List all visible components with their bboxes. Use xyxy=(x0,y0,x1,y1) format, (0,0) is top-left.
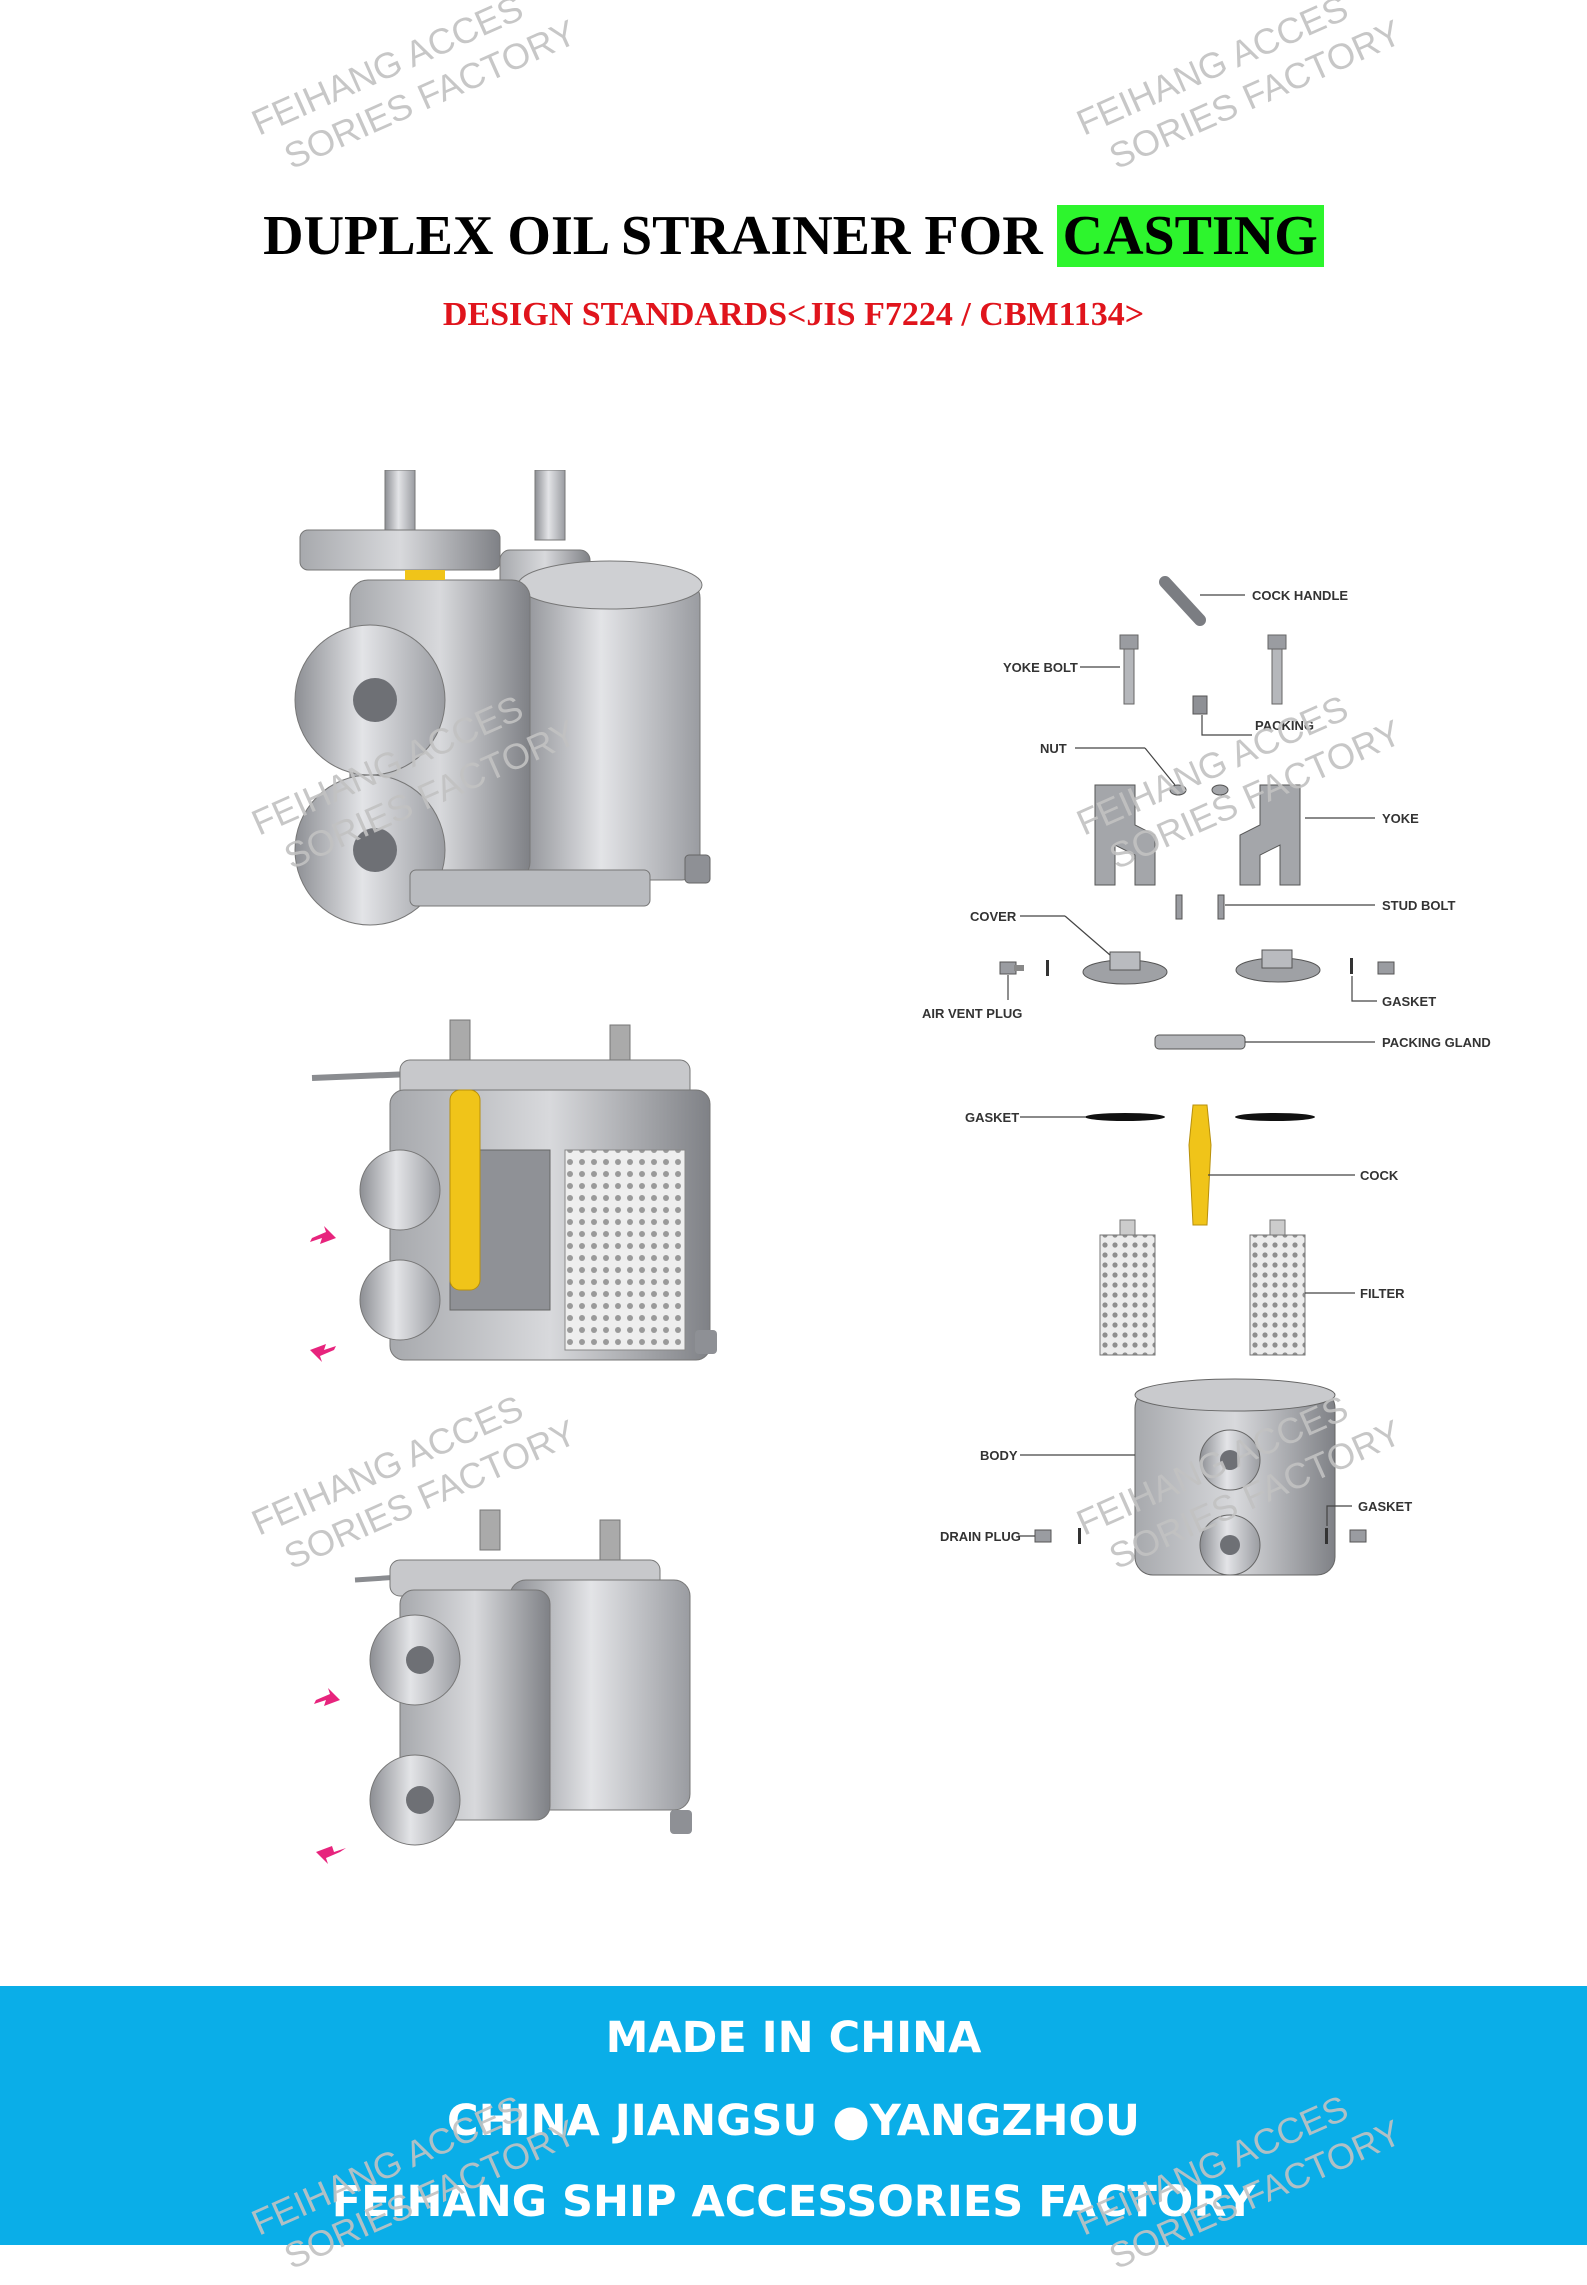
gasket-top-part xyxy=(1350,958,1395,975)
label-packing: PACKING xyxy=(1255,718,1314,733)
label-yoke: YOKE xyxy=(1382,811,1419,826)
gasket-bottom-part xyxy=(1325,1528,1367,1544)
body-part xyxy=(1134,1378,1336,1576)
footer-factory: FEIHANG SHIP ACCESSORIES FACTORY xyxy=(331,2177,1256,2227)
label-cock: COCK xyxy=(1360,1168,1399,1183)
label-air-vent-plug: AIR VENT PLUG xyxy=(922,1006,1022,1021)
label-filter: FILTER xyxy=(1360,1286,1405,1301)
strainer-assembled-illustration xyxy=(294,470,711,926)
exploded-parts-diagram: COCK HANDLE YOKE BOLT PACKING NUT YOKE S… xyxy=(922,576,1491,1576)
yoke-bolt-part xyxy=(1119,634,1287,705)
label-gasket-bottom: GASKET xyxy=(1358,1499,1412,1514)
title-main: DUPLEX OIL STRAINER FOR xyxy=(263,205,1043,267)
label-gasket-mid: GASKET xyxy=(965,1110,1019,1125)
footer-location: CHINA JIANGSU ●YANGZHOU xyxy=(447,2096,1140,2146)
design-standards: DESIGN STANDARDS<JIS F7224 / CBM1134> xyxy=(442,296,1145,333)
label-drain-plug: DRAIN PLUG xyxy=(940,1529,1021,1544)
nut-part xyxy=(1169,784,1187,796)
packing-part xyxy=(1192,695,1208,715)
label-gasket-top: GASKET xyxy=(1382,994,1436,1009)
label-stud-bolt: STUD BOLT xyxy=(1382,898,1455,913)
yoke-part xyxy=(1094,784,1301,886)
strainer-cutaway-illustration xyxy=(310,1019,717,1362)
label-body: BODY xyxy=(980,1448,1018,1463)
label-cover: COVER xyxy=(970,909,1017,924)
stud-bolt-part xyxy=(1175,894,1225,920)
cock-handle-part xyxy=(1159,576,1206,626)
page-title: DUPLEX OIL STRAINER FOR CASTING xyxy=(0,200,1587,272)
label-cock-handle: COCK HANDLE xyxy=(1252,588,1348,603)
cock-part xyxy=(1188,1104,1212,1226)
label-yoke-bolt: YOKE BOLT xyxy=(1003,660,1078,675)
label-packing-gland: PACKING GLAND xyxy=(1382,1035,1491,1050)
packing-gland-part xyxy=(1154,1034,1246,1050)
cover-part xyxy=(1082,949,1321,985)
footer-made-in: MADE IN CHINA xyxy=(605,2013,982,2063)
air-vent-plug-part xyxy=(999,960,1049,976)
label-nut: NUT xyxy=(1040,741,1067,756)
footer-banner: MADE IN CHINA CHINA JIANGSU ●YANGZHOU FE… xyxy=(0,1986,1587,2245)
filter-part xyxy=(1099,1219,1306,1356)
title-highlight: CASTING xyxy=(1056,205,1324,267)
drain-plug-part xyxy=(1034,1528,1081,1544)
strainer-assembled-small-illustration xyxy=(314,1509,692,1864)
gasket-mid-part xyxy=(1085,1113,1315,1121)
